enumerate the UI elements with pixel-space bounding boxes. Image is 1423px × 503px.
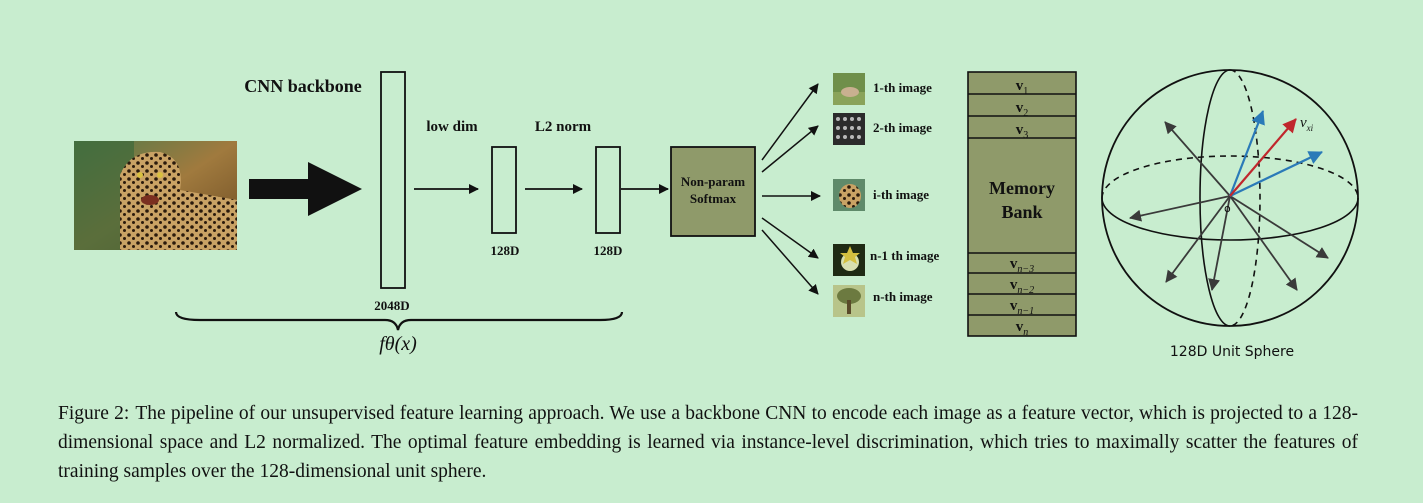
- memory-slot-vn: vn: [1016, 319, 1029, 338]
- memory-slot-v1: v1: [1016, 78, 1029, 97]
- sphere-gray-vectors: [1129, 121, 1329, 291]
- input-image-leopard: [74, 141, 237, 250]
- figure-label: Figure 2:: [58, 403, 130, 424]
- thumb-starfish-flower: [833, 244, 865, 276]
- figure-caption: Figure 2:The pipeline of our unsupervise…: [58, 399, 1358, 486]
- figure-caption-text: The pipeline of our unsupervised feature…: [58, 403, 1358, 482]
- cnn-backbone-box: [380, 71, 406, 289]
- unit-sphere: [1101, 69, 1359, 327]
- memory-bank: [967, 71, 1077, 337]
- memory-bank-title-line2: Bank: [1001, 202, 1042, 222]
- l2-dim-label: 128D: [594, 243, 623, 258]
- output-label-n: n-th image: [873, 289, 933, 304]
- memory-slot-v3: v3: [1016, 122, 1029, 141]
- thumb-keyboard-pattern: [833, 113, 865, 145]
- backbone-dim-label: 2048D: [374, 298, 409, 313]
- softmax-label-line2: Softmax: [690, 191, 737, 206]
- sphere-highlight-vector: [1229, 118, 1297, 197]
- sphere-origin-label: o: [1224, 202, 1231, 215]
- l2-norm-box: [595, 146, 621, 234]
- pipeline-diagram: CNN backbone 2048D low dim 128D L2 norm …: [74, 69, 1359, 360]
- output-label-n-1: n-1 th image: [870, 248, 940, 263]
- output-label-1: 1-th image: [873, 80, 932, 95]
- function-label: fθ(x): [379, 333, 417, 355]
- function-brace: [174, 311, 624, 331]
- sphere-neighbor-vector-2: [1229, 151, 1323, 197]
- memory-bank-title-line1: Memory: [989, 178, 1055, 198]
- lowdim-box: [491, 146, 517, 234]
- memory-slot-vn-1: vn−1: [1010, 298, 1034, 317]
- sphere-neighbor-vector-1: [1228, 110, 1265, 197]
- low-dim-label: low dim: [426, 119, 478, 135]
- sphere-vector-label: vxi: [1300, 115, 1314, 133]
- big-input-arrow: [249, 162, 362, 216]
- softmax-box: [670, 146, 756, 237]
- output-label-2: 2-th image: [873, 120, 932, 135]
- memory-slot-v2: v2: [1016, 100, 1029, 119]
- thumb-grass-animal: [833, 73, 865, 105]
- sphere-label: 128D Unit Sphere: [1170, 344, 1294, 360]
- l2-norm-label: L2 norm: [535, 119, 592, 135]
- cnn-backbone-label: CNN backbone: [244, 76, 362, 96]
- output-label-i: i-th image: [873, 187, 929, 202]
- lowdim-dim-label: 128D: [491, 243, 520, 258]
- softmax-label-line1: Non-param: [681, 174, 745, 189]
- memory-slot-vn-2: vn−2: [1010, 277, 1034, 296]
- memory-slot-vn-3: vn−3: [1010, 256, 1034, 275]
- thumb-leopard: [833, 179, 865, 211]
- output-arrows: [761, 83, 821, 295]
- thumb-tree: [833, 285, 865, 317]
